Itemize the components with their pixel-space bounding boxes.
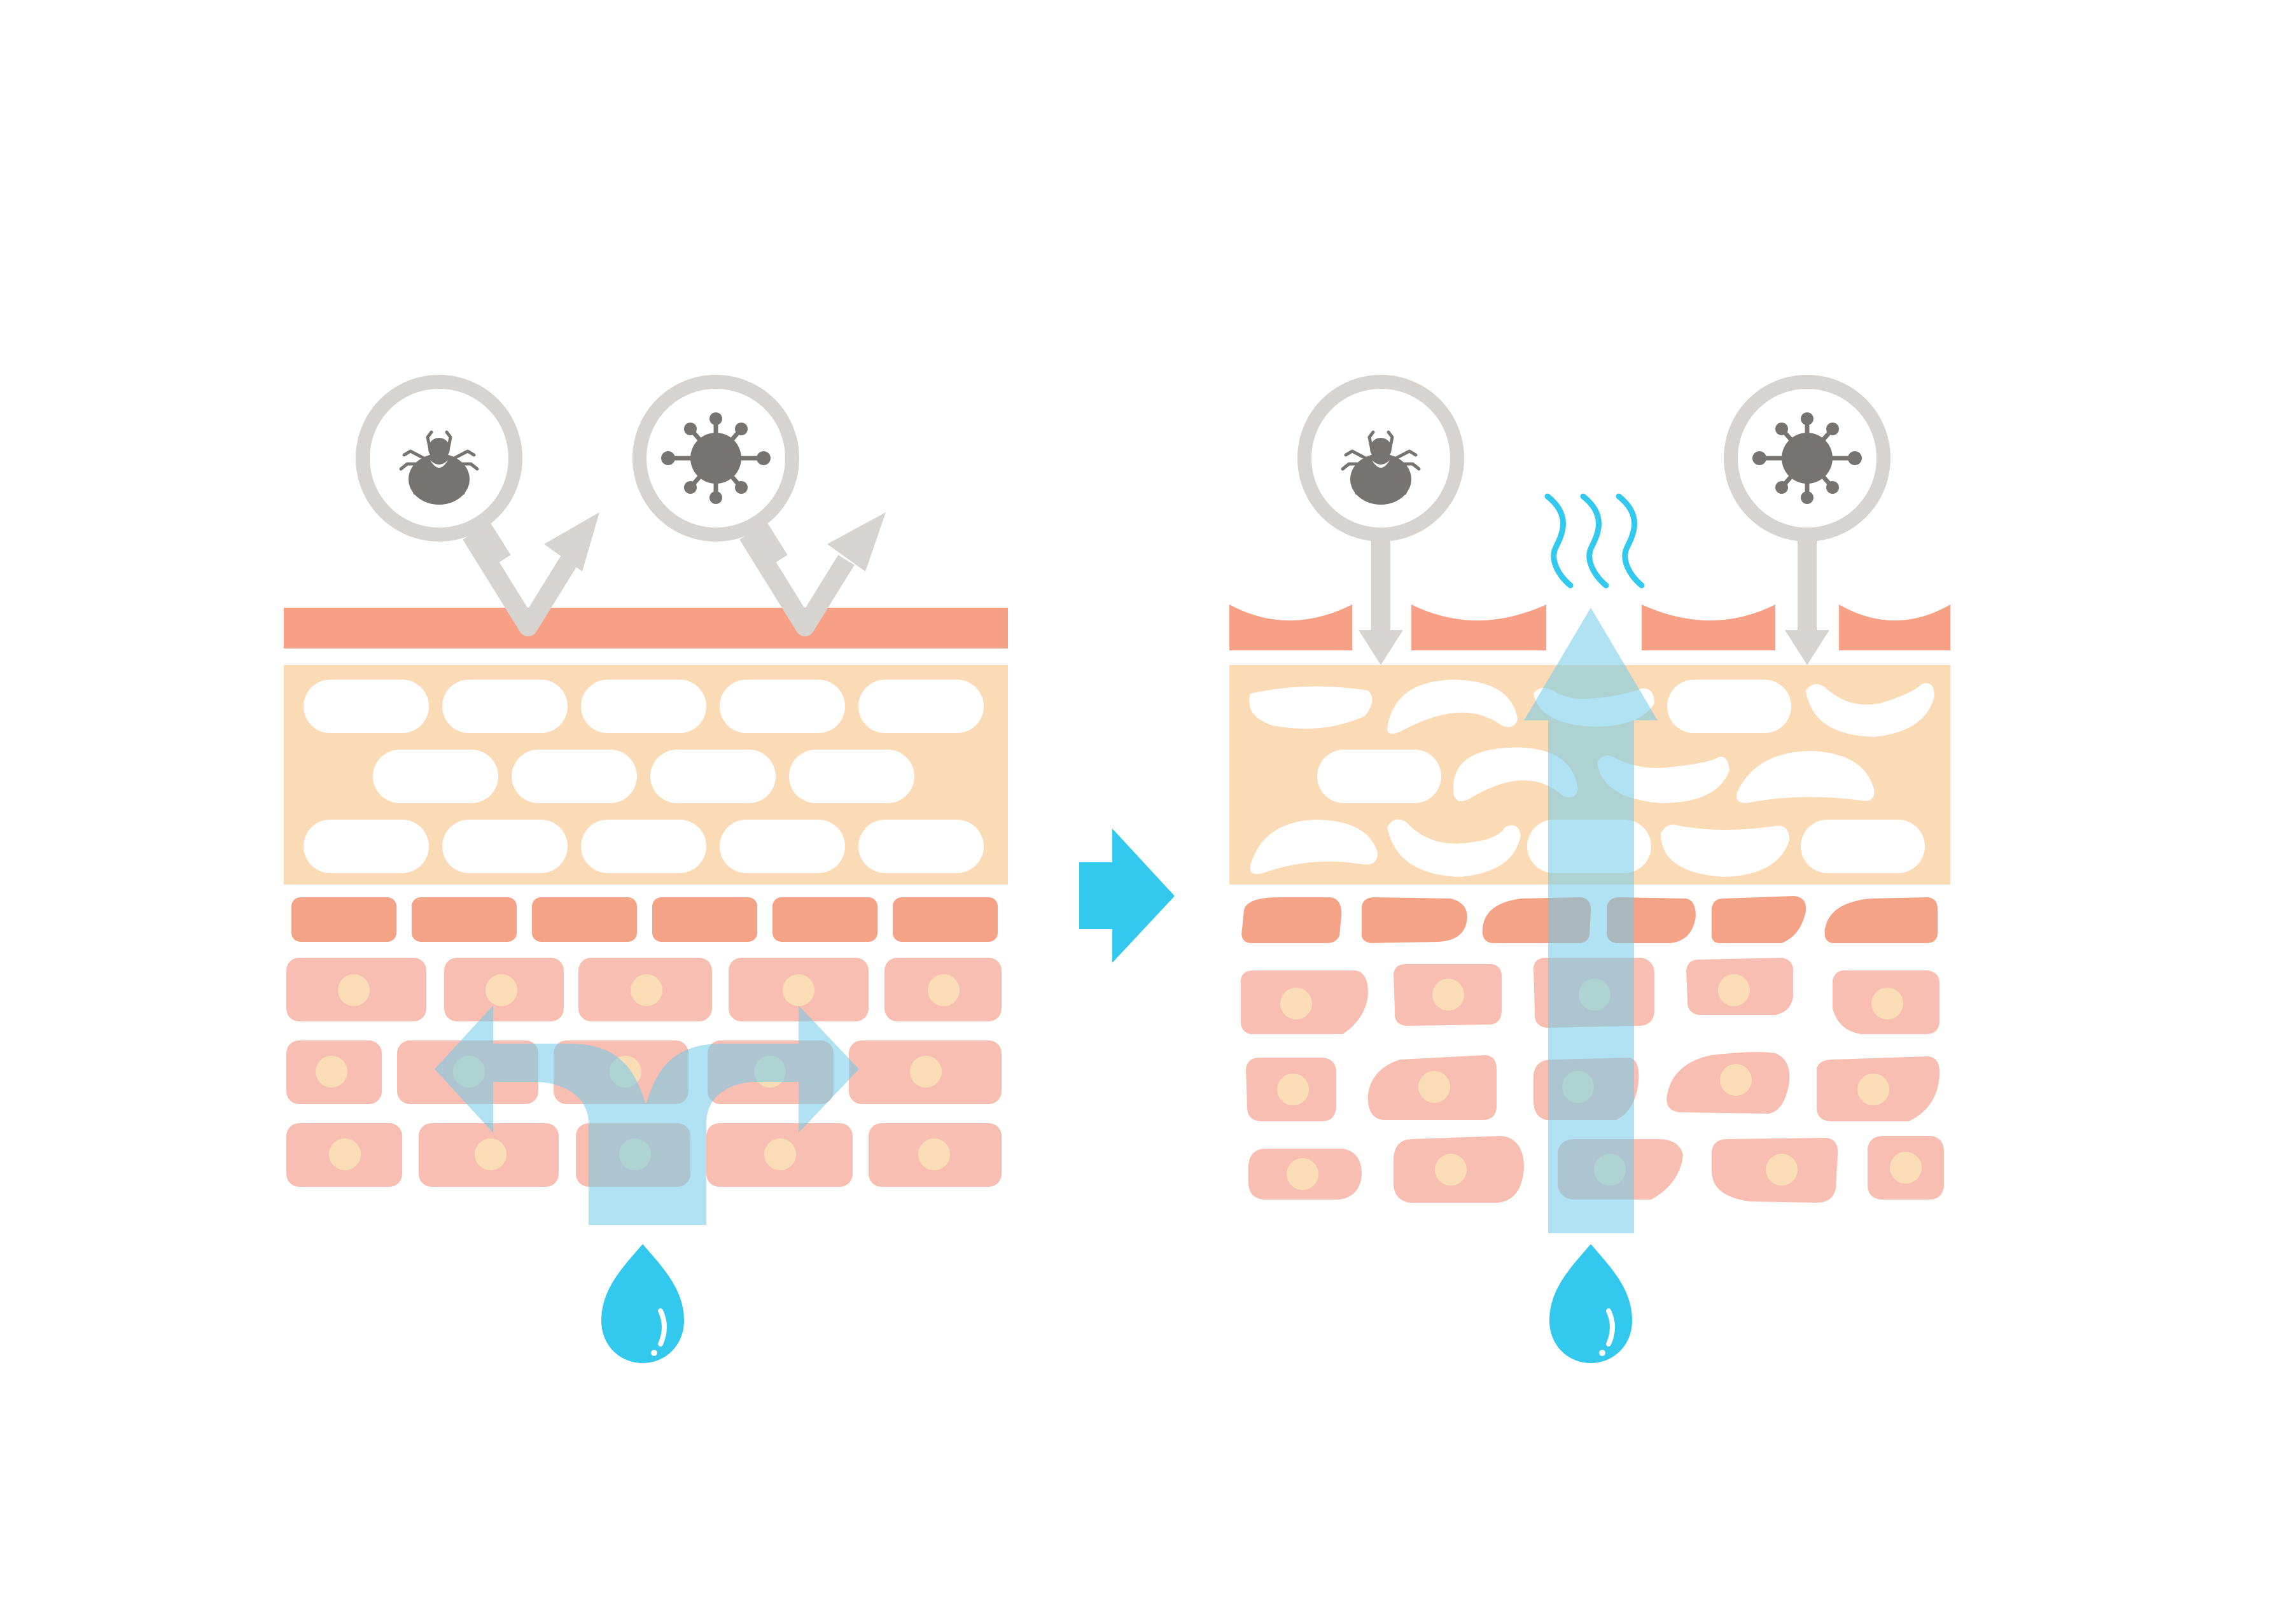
irritant-virus-right [1724,375,1890,665]
right-arrow-icon [1079,829,1175,963]
water-flow-split-arrow [435,1005,859,1225]
granular-cells [291,897,998,942]
stratum-corneum-layer [1229,605,1950,650]
irritant-mite-left [356,375,522,566]
granular-cells [1241,896,1938,943]
water-drop-icon [601,1244,684,1363]
lipid-rows [304,680,984,873]
deflection-arrow [463,512,599,636]
stratum-corneum-layer [284,608,1008,648]
water-flow-up-arrow [1524,608,1658,1233]
healthy-skin-panel [284,375,1008,1363]
water-drop-icon [1549,1244,1632,1363]
irritant-mite-right [1297,375,1464,665]
irritant-virus-left [632,375,799,566]
damaged-skin-panel [1229,375,1950,1363]
vapor-icon [1544,493,1645,589]
deflection-arrow [739,512,886,636]
